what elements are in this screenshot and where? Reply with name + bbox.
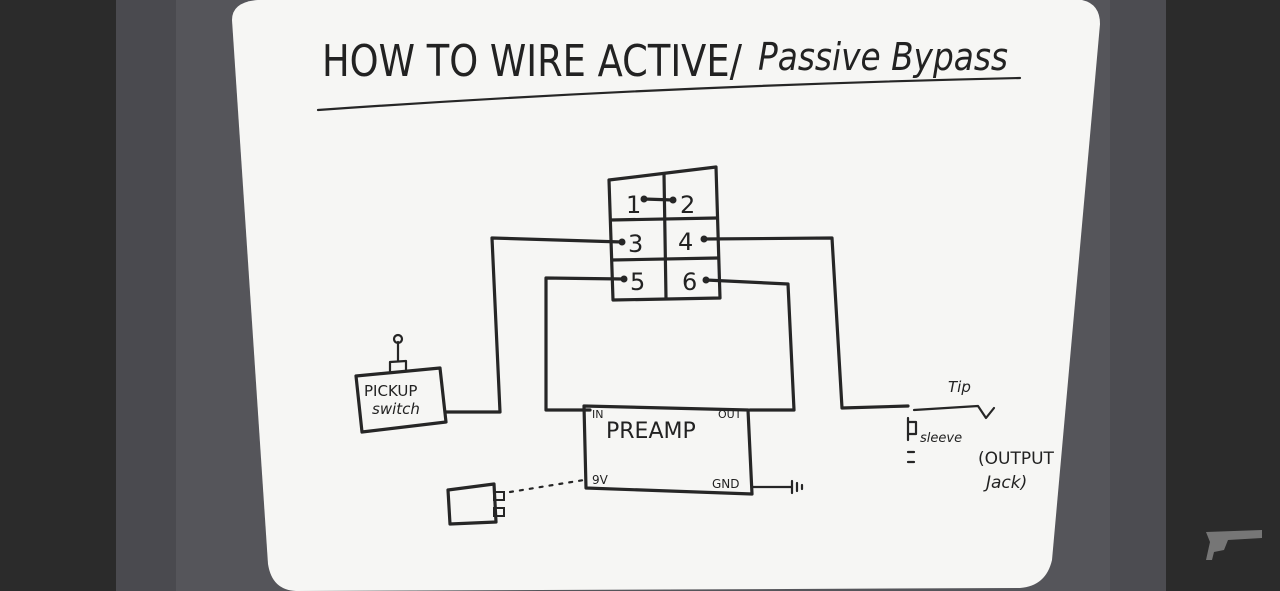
- battery-dotted-wire: [508, 478, 586, 494]
- title-main: HOW TO WIRE ACTIVE/: [322, 36, 742, 87]
- terminal-dot-1: [640, 195, 648, 203]
- preamp: IN OUT PREAMP 9V GND: [446, 404, 804, 526]
- jack-sleeve-label: sleeve: [920, 431, 962, 446]
- preamp-title: PREAMP: [606, 419, 696, 444]
- pistol-watermark-icon: [1206, 530, 1262, 560]
- preamp-box: [582, 404, 754, 496]
- preamp-in-label: IN: [592, 408, 603, 421]
- dpdt-switch: 1 2 3 4 5 6: [607, 165, 722, 302]
- terminal-label-6: 6: [682, 268, 697, 296]
- terminal-label-1: 1: [626, 191, 641, 219]
- switch-divider-row1: [609, 216, 719, 222]
- title-underline: [316, 76, 1022, 112]
- jumper-1-2: [642, 197, 675, 202]
- terminal-label-4: 4: [678, 228, 693, 256]
- preamp-gnd-label: GND: [712, 477, 740, 491]
- pickup-switch: PICKUP switch: [354, 333, 448, 434]
- jack-tip-contact: [912, 404, 996, 420]
- battery-icon: [446, 482, 498, 526]
- jack-label-line1: (OUTPUT: [978, 449, 1055, 469]
- title-tail: Passive Bypass: [758, 35, 1008, 79]
- terminal-label-5: 5: [630, 268, 645, 296]
- preamp-out-label: OUT: [718, 408, 742, 421]
- terminal-label-3: 3: [628, 230, 643, 258]
- terminal-dot-2: [669, 196, 677, 204]
- switch-divider-row2: [610, 256, 720, 262]
- wire-5-to-preamp-in: [544, 276, 626, 412]
- jack-label-line2: Jack): [983, 473, 1027, 493]
- wire-6-to-preamp-out: [704, 278, 796, 412]
- pickup-label-line1: PICKUP: [364, 382, 417, 400]
- jack-tip-label: Tip: [948, 378, 971, 396]
- pickup-switch-box: [354, 366, 448, 434]
- wire-pickup-to-3: [444, 236, 624, 414]
- wire-4-to-jack-tip: [702, 236, 910, 410]
- toggle-knob-icon: [392, 333, 404, 345]
- jack-sleeve-icon: [906, 416, 918, 442]
- pickup-label-line2: switch: [372, 400, 420, 418]
- backdrop-shadow-right: [1110, 0, 1166, 591]
- terminal-label-2: 2: [680, 191, 695, 219]
- battery-terminal-top: [493, 491, 505, 501]
- battery-terminal-bottom: [493, 507, 505, 517]
- switch-divider-vertical: [662, 172, 668, 300]
- output-jack: Tip sleeve (OUTPUT Jack): [906, 378, 1055, 493]
- preamp-9v-label: 9V: [592, 473, 609, 487]
- backdrop-shadow-left: [116, 0, 176, 591]
